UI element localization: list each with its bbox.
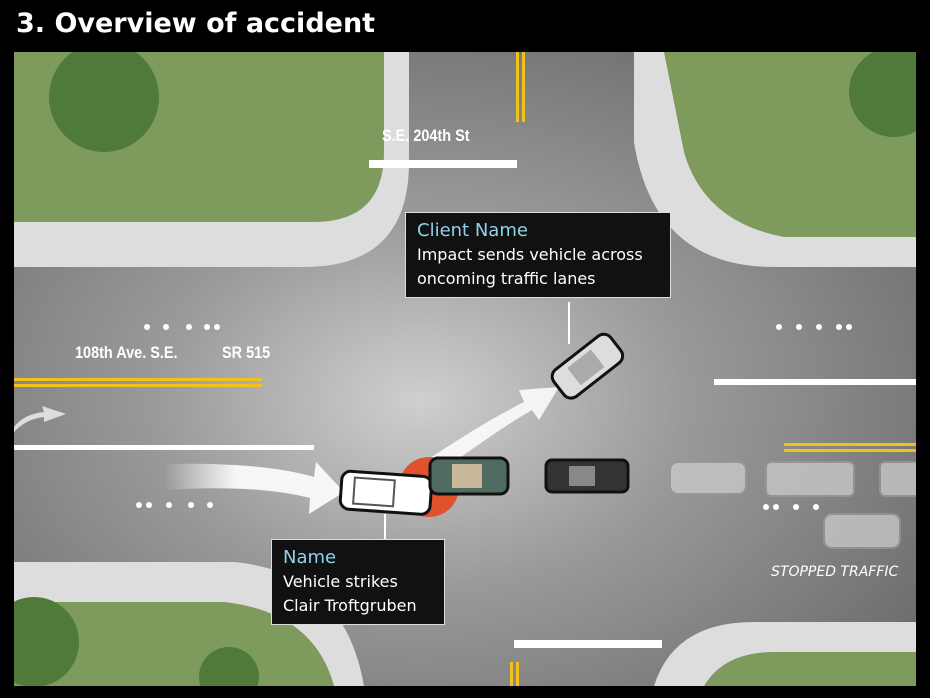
turn-arrow-icon [14, 406, 66, 432]
corner-bottom-right [654, 622, 916, 686]
accident-scene: S.E. 204th St 108th Ave. S.E. SR 515 Cli… [14, 52, 916, 686]
path-arrow-striking-vehicle [164, 462, 344, 514]
tree [199, 647, 259, 686]
tree [849, 52, 916, 137]
callout-heading: Name [283, 547, 337, 568]
callout-line: oncoming traffic lanes [417, 269, 596, 288]
deflected-vehicle [550, 332, 625, 400]
path-arrow-deflected-vehicle [424, 387, 559, 477]
stopped-traffic-vehicles [669, 461, 916, 549]
page-title: 3. Overview of accident [16, 8, 376, 39]
main-road-label: 108th Ave. S.E. [75, 343, 178, 362]
route-label: SR 515 [222, 343, 271, 362]
stopped-vehicle [544, 458, 630, 494]
corner-bottom-left [14, 562, 364, 686]
callout-victim: Name Vehicle strikes Clair Troftgruben [271, 539, 445, 625]
callout-client: Client Name Impact sends vehicle across … [405, 212, 671, 298]
stopped-traffic-label: STOPPED TRAFFIC [771, 564, 899, 580]
callout-line: Impact sends vehicle across [417, 245, 643, 264]
corner-top-right [634, 52, 916, 267]
tree [14, 597, 79, 686]
callout-line: Vehicle strikes [283, 572, 398, 591]
striking-vehicle [338, 469, 434, 516]
callout-line: Clair Troftgruben [283, 596, 417, 615]
victim-vehicle [428, 456, 510, 496]
corner-top-left [14, 52, 409, 267]
intersection-diagram [14, 52, 916, 686]
lane-markings [14, 52, 916, 686]
callout-heading: Client Name [417, 220, 528, 241]
cross-street-label: S.E. 204th St [382, 126, 470, 145]
tree [49, 52, 159, 152]
